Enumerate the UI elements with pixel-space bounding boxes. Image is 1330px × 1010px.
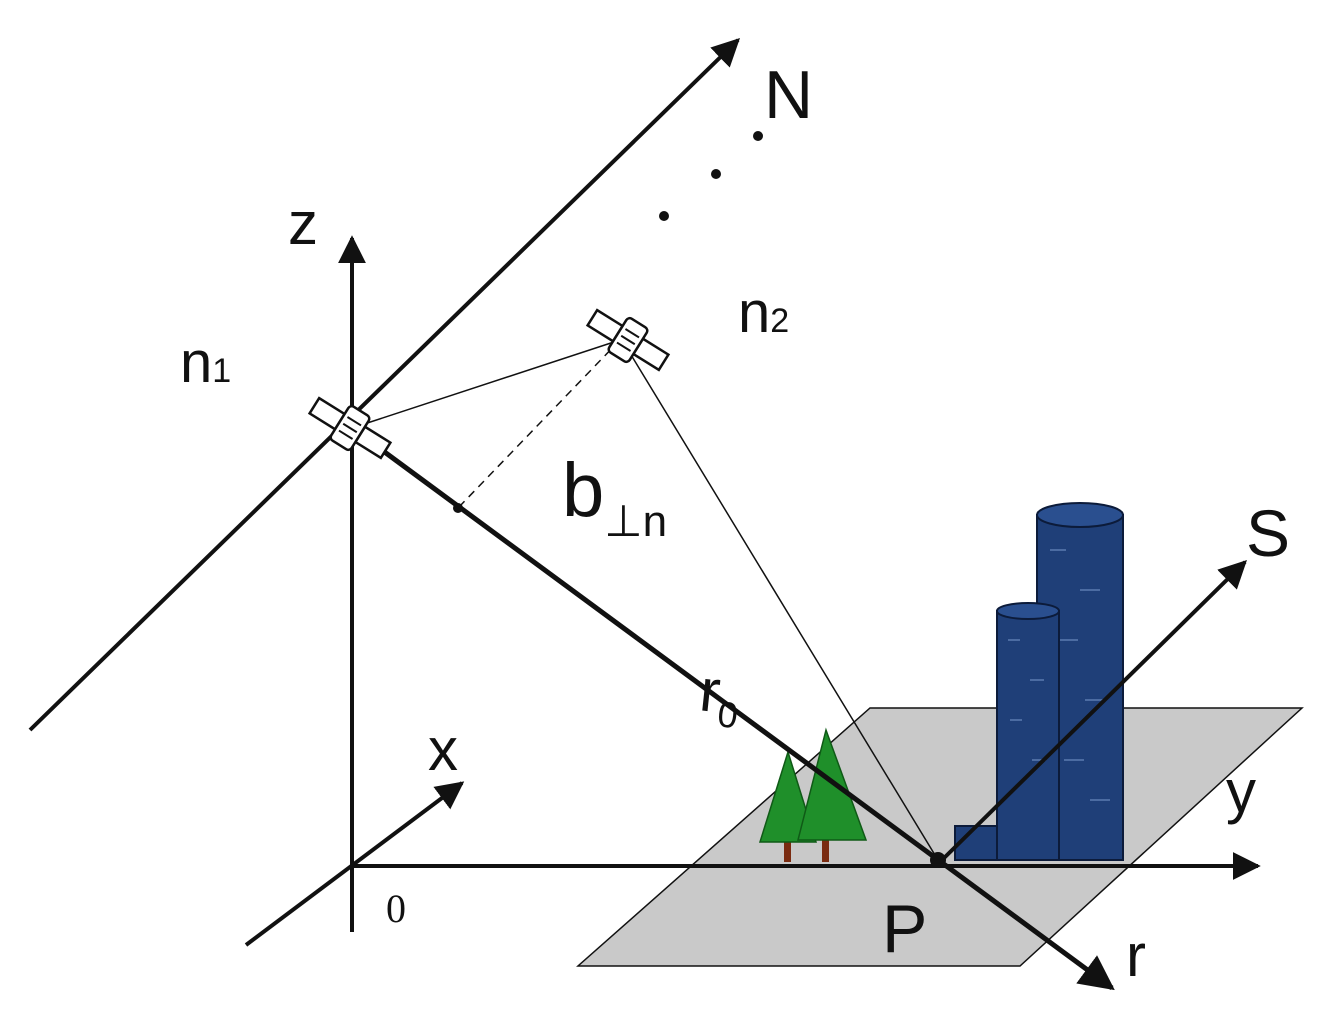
label-n2: n2 — [738, 280, 789, 345]
label-r: r — [1126, 922, 1146, 989]
satellite-n2-icon — [585, 308, 671, 372]
x-axis — [244, 781, 465, 947]
label-n1: n1 — [180, 330, 231, 395]
label-origin: 0 — [386, 886, 406, 931]
label-x: x — [428, 716, 458, 783]
ground-plane — [576, 707, 1304, 967]
label-r0: r0 — [696, 656, 744, 736]
label-S: S — [1246, 496, 1290, 570]
flight-track-line — [28, 38, 741, 732]
label-z: z — [288, 190, 318, 257]
s-axis — [940, 560, 1247, 862]
baseline-line — [351, 339, 621, 429]
label-b-perp: b⊥n — [562, 448, 667, 546]
ellipsis-dot — [711, 169, 721, 179]
label-P: P — [882, 891, 927, 967]
r-axis — [350, 425, 1115, 991]
trees — [758, 727, 868, 862]
buildings — [954, 502, 1124, 861]
satellite-n1-icon — [307, 396, 393, 460]
perpendicular-baseline — [457, 339, 621, 509]
slant-range-n2 — [621, 339, 939, 861]
axes — [244, 235, 1261, 947]
ellipsis-dot — [659, 211, 669, 221]
foot-point — [453, 503, 463, 513]
ellipsis-dot — [753, 131, 763, 141]
label-N: N — [764, 57, 813, 133]
label-y: y — [1226, 758, 1256, 825]
target-point-P — [930, 852, 946, 868]
